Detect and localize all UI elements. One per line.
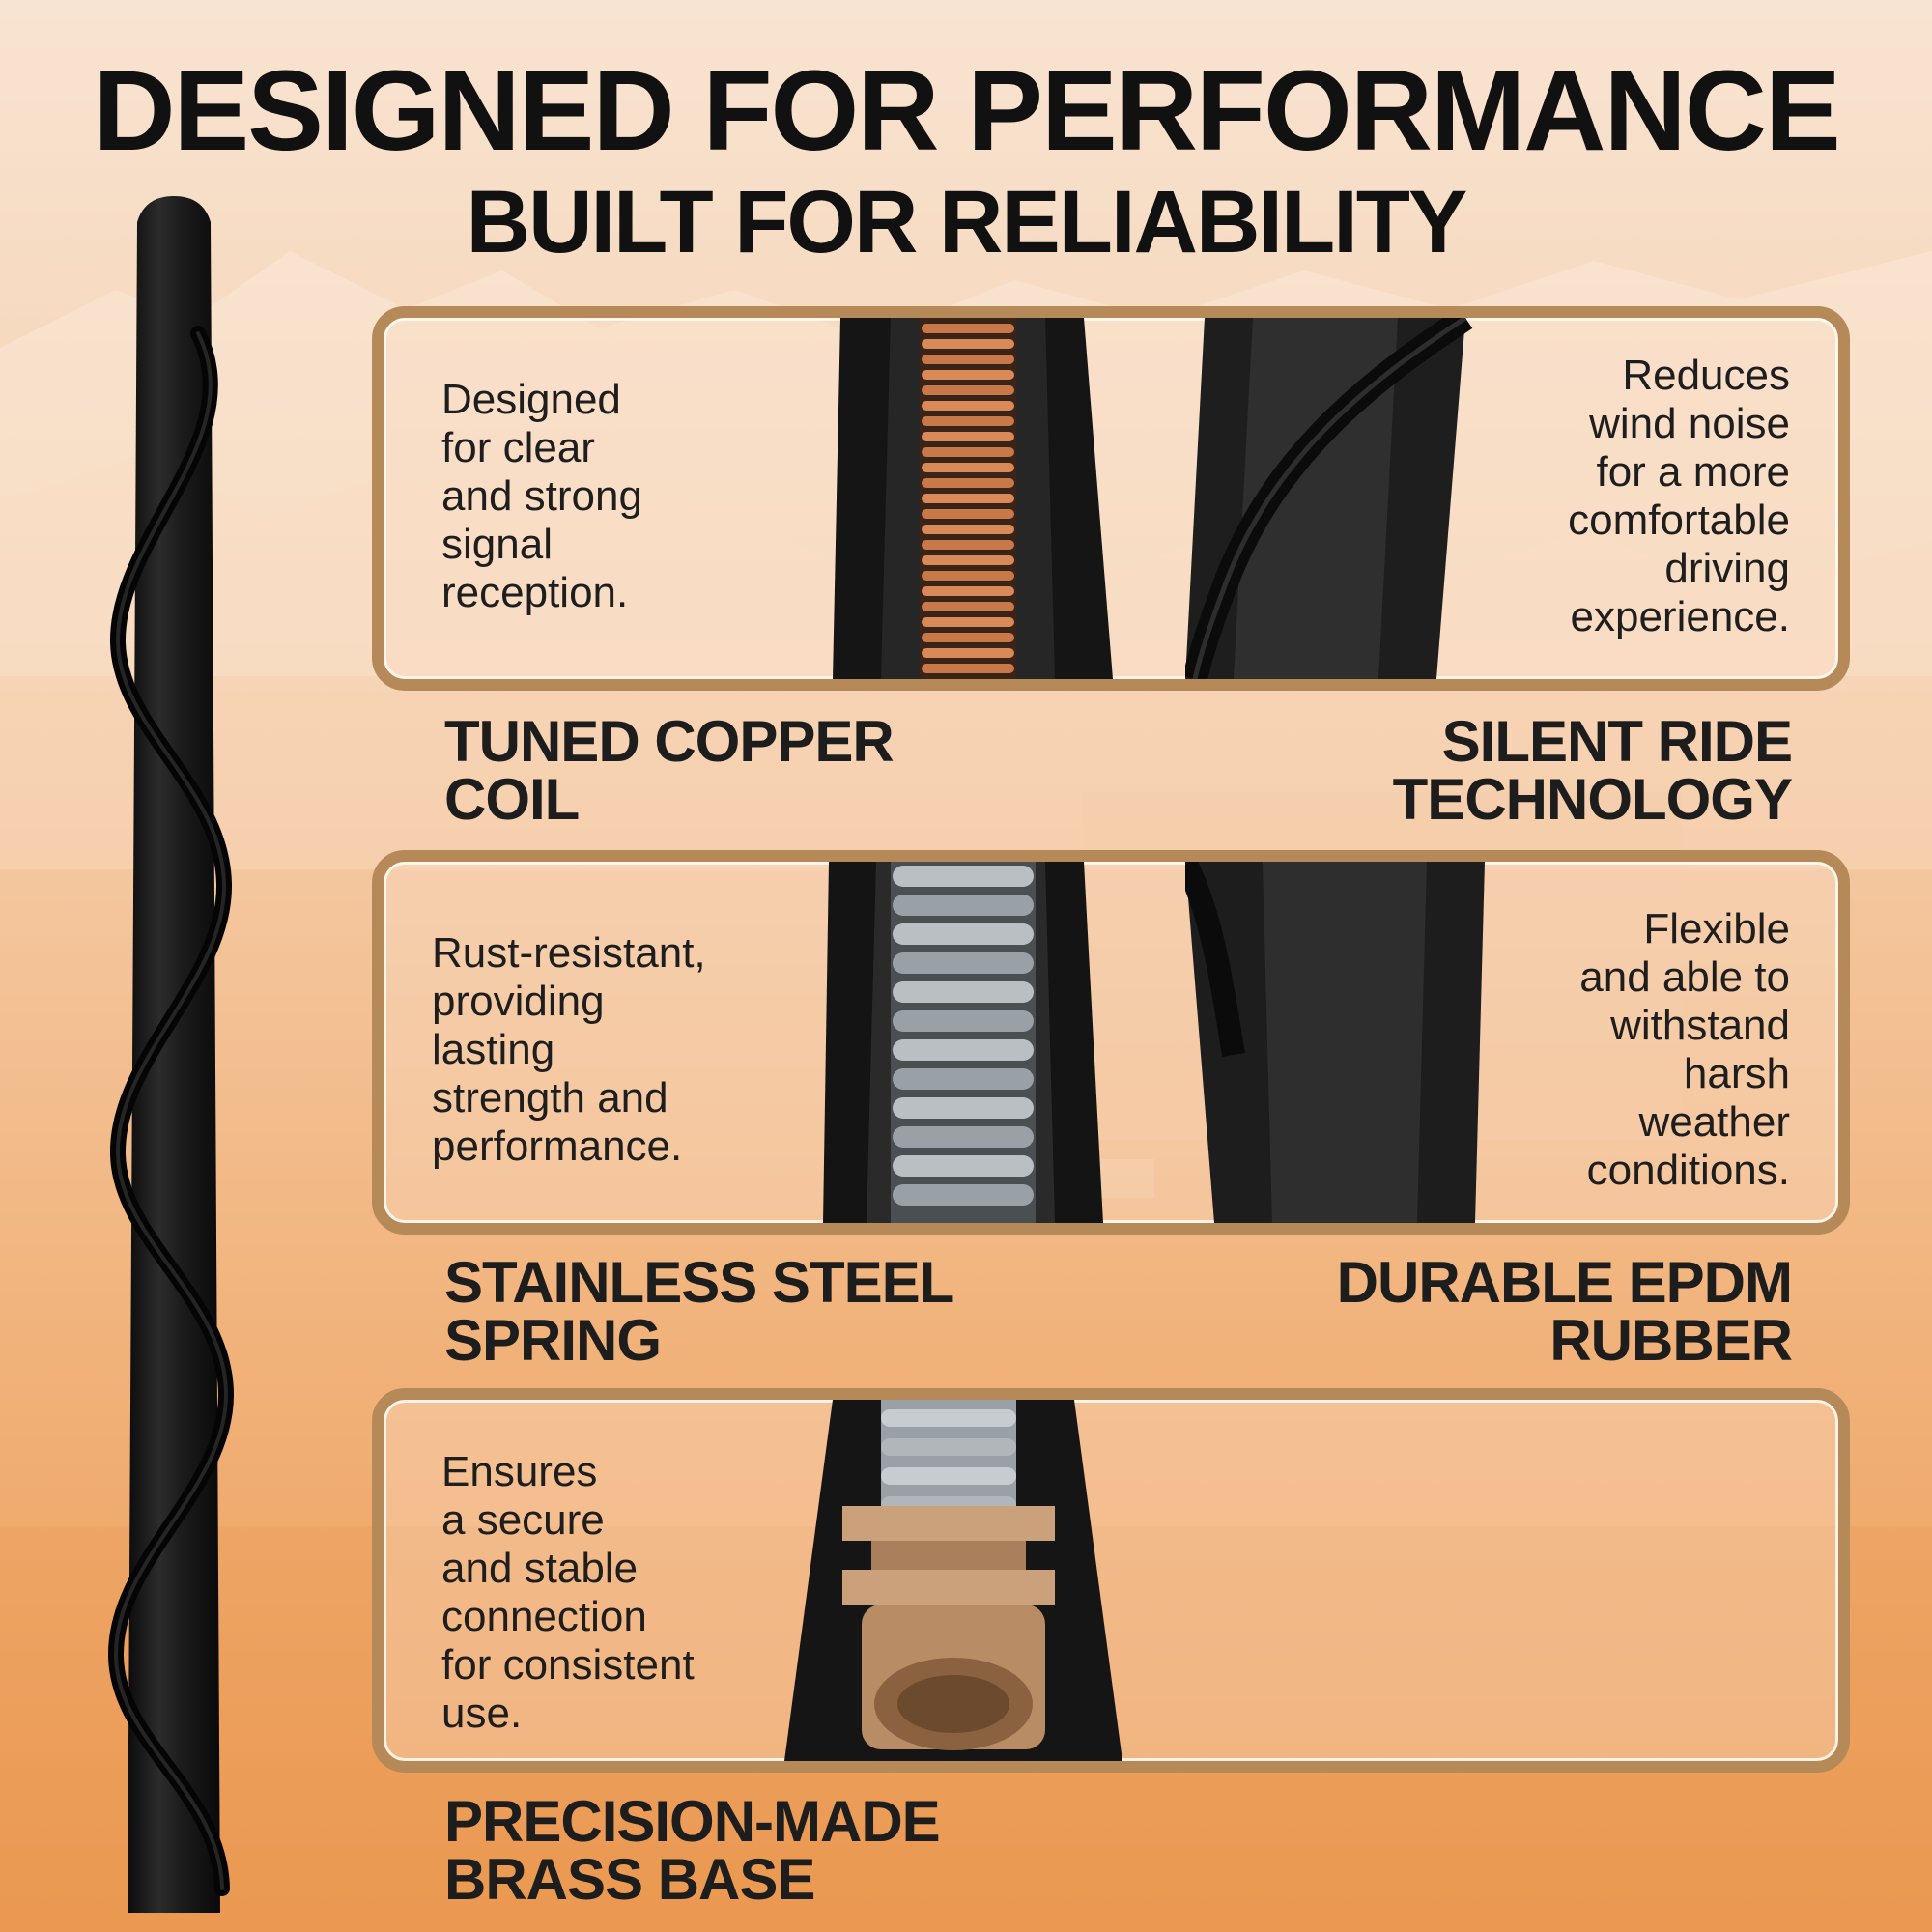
panel-inner-border — [384, 862, 1838, 1223]
headline-secondary: BUILT FOR RELIABILITY — [466, 173, 1468, 271]
feature-1-title: TUNED COPPER COIL — [444, 709, 895, 832]
feature-1-description: Designed for clear and strong signal rec… — [441, 376, 642, 616]
feature-panel-brass: Ensures a secure and stable connection f… — [372, 1388, 1850, 1773]
feature-5-description: Ensures a secure and stable connection f… — [441, 1448, 695, 1737]
feature-3-title: STAINLESS STEEL SPRING — [444, 1250, 954, 1373]
feature-3-description: Rust-resistant, providing lasting streng… — [432, 929, 706, 1170]
rubber-shaft-icon — [1185, 862, 1485, 1223]
spiral-groove-icon — [1185, 318, 1473, 679]
copper-coil-cutaway-icon — [833, 318, 1113, 679]
feature-2-title: SILENT RIDE TECHNOLOGY — [1392, 709, 1793, 832]
brass-base-cutaway-icon — [784, 1400, 1122, 1761]
feature-5-title: PRECISION-MADE BRASS BASE — [444, 1789, 941, 1912]
steel-spring-rings — [893, 866, 1034, 1206]
feature-2-description: Reduces wind noise for a more comfortabl… — [1568, 352, 1790, 640]
feature-panel-copper-silent: Designed for clear and strong signal rec… — [372, 306, 1850, 691]
copper-coil-rings — [922, 324, 1014, 673]
antenna-icon — [107, 196, 235, 1913]
steel-spring-cutaway-icon — [823, 862, 1103, 1223]
feature-panel-steel-rubber: Rust-resistant, providing lasting streng… — [372, 850, 1850, 1235]
feature-4-description: Flexible and able to withstand harsh wea… — [1579, 905, 1790, 1194]
antenna-product-image — [106, 188, 242, 1918]
headline-primary: DESIGNED FOR PERFORMANCE — [93, 47, 1840, 175]
feature-4-title: DURABLE EPDM RUBBER — [1336, 1250, 1793, 1373]
